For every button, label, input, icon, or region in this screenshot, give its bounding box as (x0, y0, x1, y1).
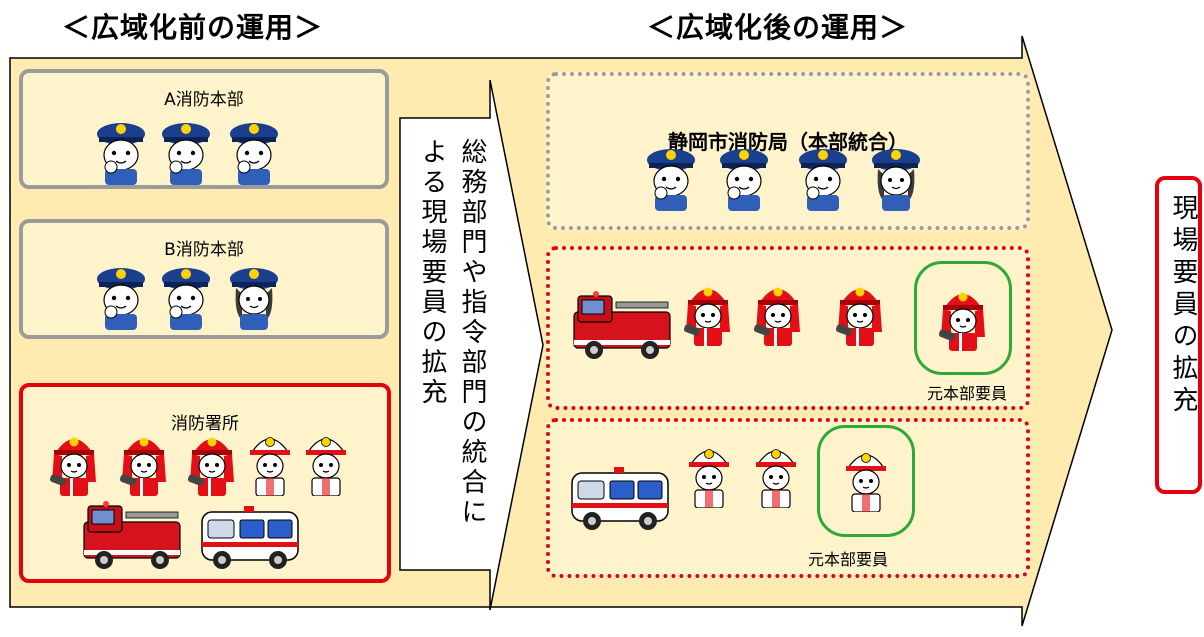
paramedic-icon (755, 448, 797, 508)
paramedic-icon (305, 436, 347, 496)
middle-arrow-line2: よる現場要員の拡充 (417, 138, 447, 408)
heading-after: ＜広域化後の運用＞ (647, 11, 909, 44)
former-hq-staff-highlight (914, 261, 1012, 375)
police-officer-icon (798, 148, 848, 211)
panel-b-hq-label: B消防本部 (164, 240, 244, 260)
ambulance-icon (201, 505, 299, 570)
police-officer-icon (229, 122, 279, 185)
police-officer-icon (161, 122, 211, 185)
police-officer-icon (96, 122, 146, 185)
paramedic-icon (688, 448, 730, 508)
fire-truck-icon (573, 290, 671, 360)
firefighter-icon (186, 436, 235, 496)
firefighter-icon (834, 286, 883, 346)
firefighter-icon (937, 291, 986, 351)
ambulance-icon (571, 466, 669, 531)
paramedic-icon (845, 452, 887, 512)
firefighter-icon (48, 436, 97, 496)
result-box: 現場要員の拡充 (1155, 176, 1202, 494)
police-officer-icon (646, 148, 696, 211)
police-officer-icon (719, 148, 769, 211)
police-officer-female-icon (871, 148, 921, 211)
former-hq-staff-label: 元本部要員 (808, 550, 889, 569)
middle-arrow-line1: 総務部門や指令部門の統合に (457, 138, 487, 528)
heading-before: ＜広域化前の運用＞ (62, 11, 324, 44)
result-text: 現場要員の拡充 (1168, 194, 1198, 418)
former-hq-staff-label: 元本部要員 (927, 384, 1008, 403)
panel-shizuoka-hq: 静岡市消防局（本部統合） (546, 72, 1030, 230)
middle-arrow-text: 総務部門や指令部門の統合に よる現場要員の拡充 (412, 138, 492, 558)
panel-a-hq-label: A消防本部 (164, 90, 244, 110)
police-officer-icon (96, 267, 146, 330)
panel-shizuoka-label: 静岡市消防局（本部統合） (668, 130, 908, 154)
paramedic-icon (249, 436, 291, 496)
firefighter-icon (752, 286, 801, 346)
police-officer-female-icon (229, 267, 279, 330)
former-hq-staff-highlight (817, 425, 915, 537)
middle-arrow-shape (399, 79, 544, 611)
firefighter-icon (682, 286, 731, 346)
fire-truck-icon (83, 500, 181, 570)
firefighter-icon (118, 436, 167, 496)
panel-fire-station-label: 消防署所 (171, 414, 239, 434)
police-officer-icon (161, 267, 211, 330)
